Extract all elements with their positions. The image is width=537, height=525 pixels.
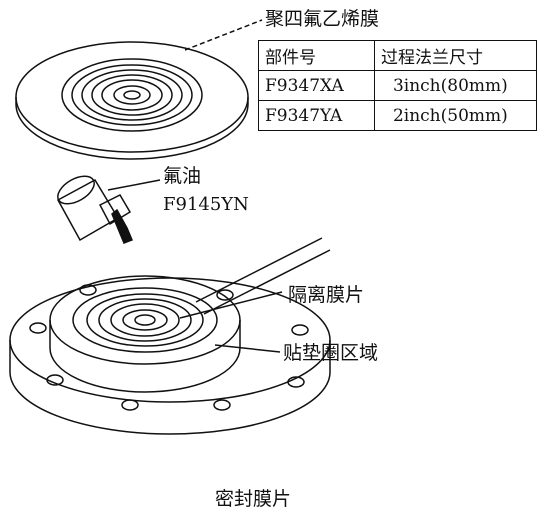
fluorine-oil-label: 氟油 <box>163 165 202 187</box>
cell-flange-size: 3inch(80mm) <box>373 70 537 101</box>
ptfe-membrane-label: 聚四氟乙烯膜 <box>265 8 380 30</box>
diaphragm-leader-line <box>179 291 283 319</box>
isolation-diaphragm-label: 隔离膜片 <box>288 284 365 306</box>
cell-part-number: F9347YA <box>258 100 375 131</box>
fluorine-oil-leader-line <box>107 179 161 191</box>
ptfe-leader-line <box>184 19 263 51</box>
gasket-area-label: 贴垫圈区域 <box>283 342 379 364</box>
isolation-diaphragm-rings <box>72 287 218 353</box>
header-flange-size: 过程法兰尺寸 <box>373 40 537 71</box>
table-row: F9347XA 3inch(80mm) <box>258 70 537 101</box>
figure-caption: 密封膜片 <box>215 488 292 510</box>
ptfe-membrane-disc <box>15 41 249 160</box>
table-header-row: 部件号 过程法兰尺寸 <box>258 40 537 71</box>
cell-flange-size: 2inch(50mm) <box>373 100 537 131</box>
part-number-table: 部件号 过程法兰尺寸 F9347XA 3inch(80mm) F9347YA 2… <box>258 40 537 131</box>
flange-body <box>9 275 331 435</box>
fluorine-oil-part-number: F9145YN <box>163 194 249 215</box>
table-row: F9347YA 2inch(50mm) <box>258 100 537 131</box>
gasket-leader-line <box>214 344 281 353</box>
fluorine-oil-bottle <box>56 175 133 244</box>
header-part-number: 部件号 <box>258 40 375 71</box>
cell-part-number: F9347XA <box>258 70 375 101</box>
